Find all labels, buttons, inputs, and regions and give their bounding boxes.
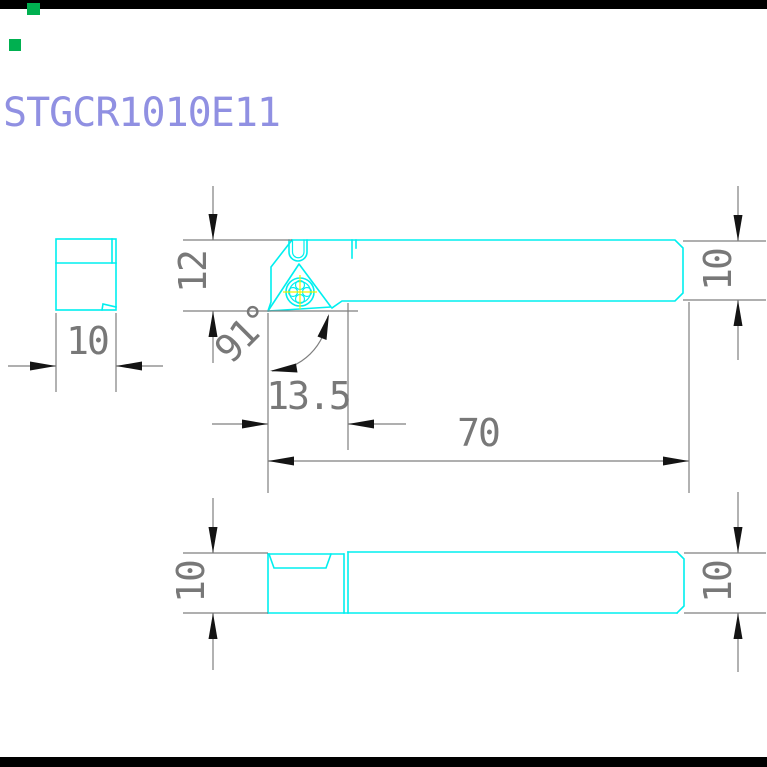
arrowhead-left-icon xyxy=(348,419,374,429)
arrowhead-left-icon xyxy=(116,361,142,371)
screw-centerlines xyxy=(283,275,317,309)
part-number-title: STGCR1010E11 xyxy=(3,90,280,136)
green-marker-left-icon xyxy=(9,39,21,51)
bottom-bar xyxy=(0,757,767,767)
arrowhead-up-icon xyxy=(208,613,218,639)
arrowhead-right-icon xyxy=(663,456,689,466)
arrowhead-down-icon xyxy=(208,214,218,240)
dimension-texts: 10 12 10 91° 13.5 70 10 10 xyxy=(66,249,740,603)
top-bar xyxy=(0,0,767,9)
dimension-lines xyxy=(8,186,766,672)
dim-end-width: 10 xyxy=(66,319,108,363)
dim-overall-length: 70 xyxy=(457,411,499,455)
plan-view-pocket xyxy=(267,552,333,569)
arrowhead-arc-end-icon xyxy=(270,363,298,373)
end-view-notch xyxy=(101,303,117,311)
angle-arc xyxy=(271,315,329,372)
arrowhead-down-icon xyxy=(733,527,743,553)
side-view-shank-outline xyxy=(291,239,684,310)
green-marker-top-icon xyxy=(27,3,40,15)
arrowhead-arc-end-icon xyxy=(317,314,329,340)
arrowhead-up-icon xyxy=(733,300,743,326)
arrowhead-down-icon xyxy=(208,527,218,553)
dim-head-length: 13.5 xyxy=(266,374,350,418)
clamp-slot-outer xyxy=(288,239,308,262)
dim-head-height: 12 xyxy=(171,251,215,293)
clamp-slot-inner xyxy=(291,239,305,259)
arrowhead-down-icon xyxy=(733,215,743,241)
arrowhead-left-icon xyxy=(268,456,294,466)
plan-view-right-chamfer xyxy=(675,550,685,615)
side-view-head-front-edge xyxy=(266,238,294,313)
end-view-outline xyxy=(55,238,117,311)
dimension-arrowheads xyxy=(30,214,743,639)
arrowhead-up-icon xyxy=(733,613,743,639)
arrowhead-right-icon xyxy=(30,361,56,371)
dim-shank-height: 10 xyxy=(696,249,740,291)
arrowhead-up-icon xyxy=(208,311,218,337)
arrowhead-right-icon xyxy=(242,419,268,429)
dim-plan-width-right: 10 xyxy=(696,561,740,603)
dim-plan-width-left: 10 xyxy=(169,561,213,603)
